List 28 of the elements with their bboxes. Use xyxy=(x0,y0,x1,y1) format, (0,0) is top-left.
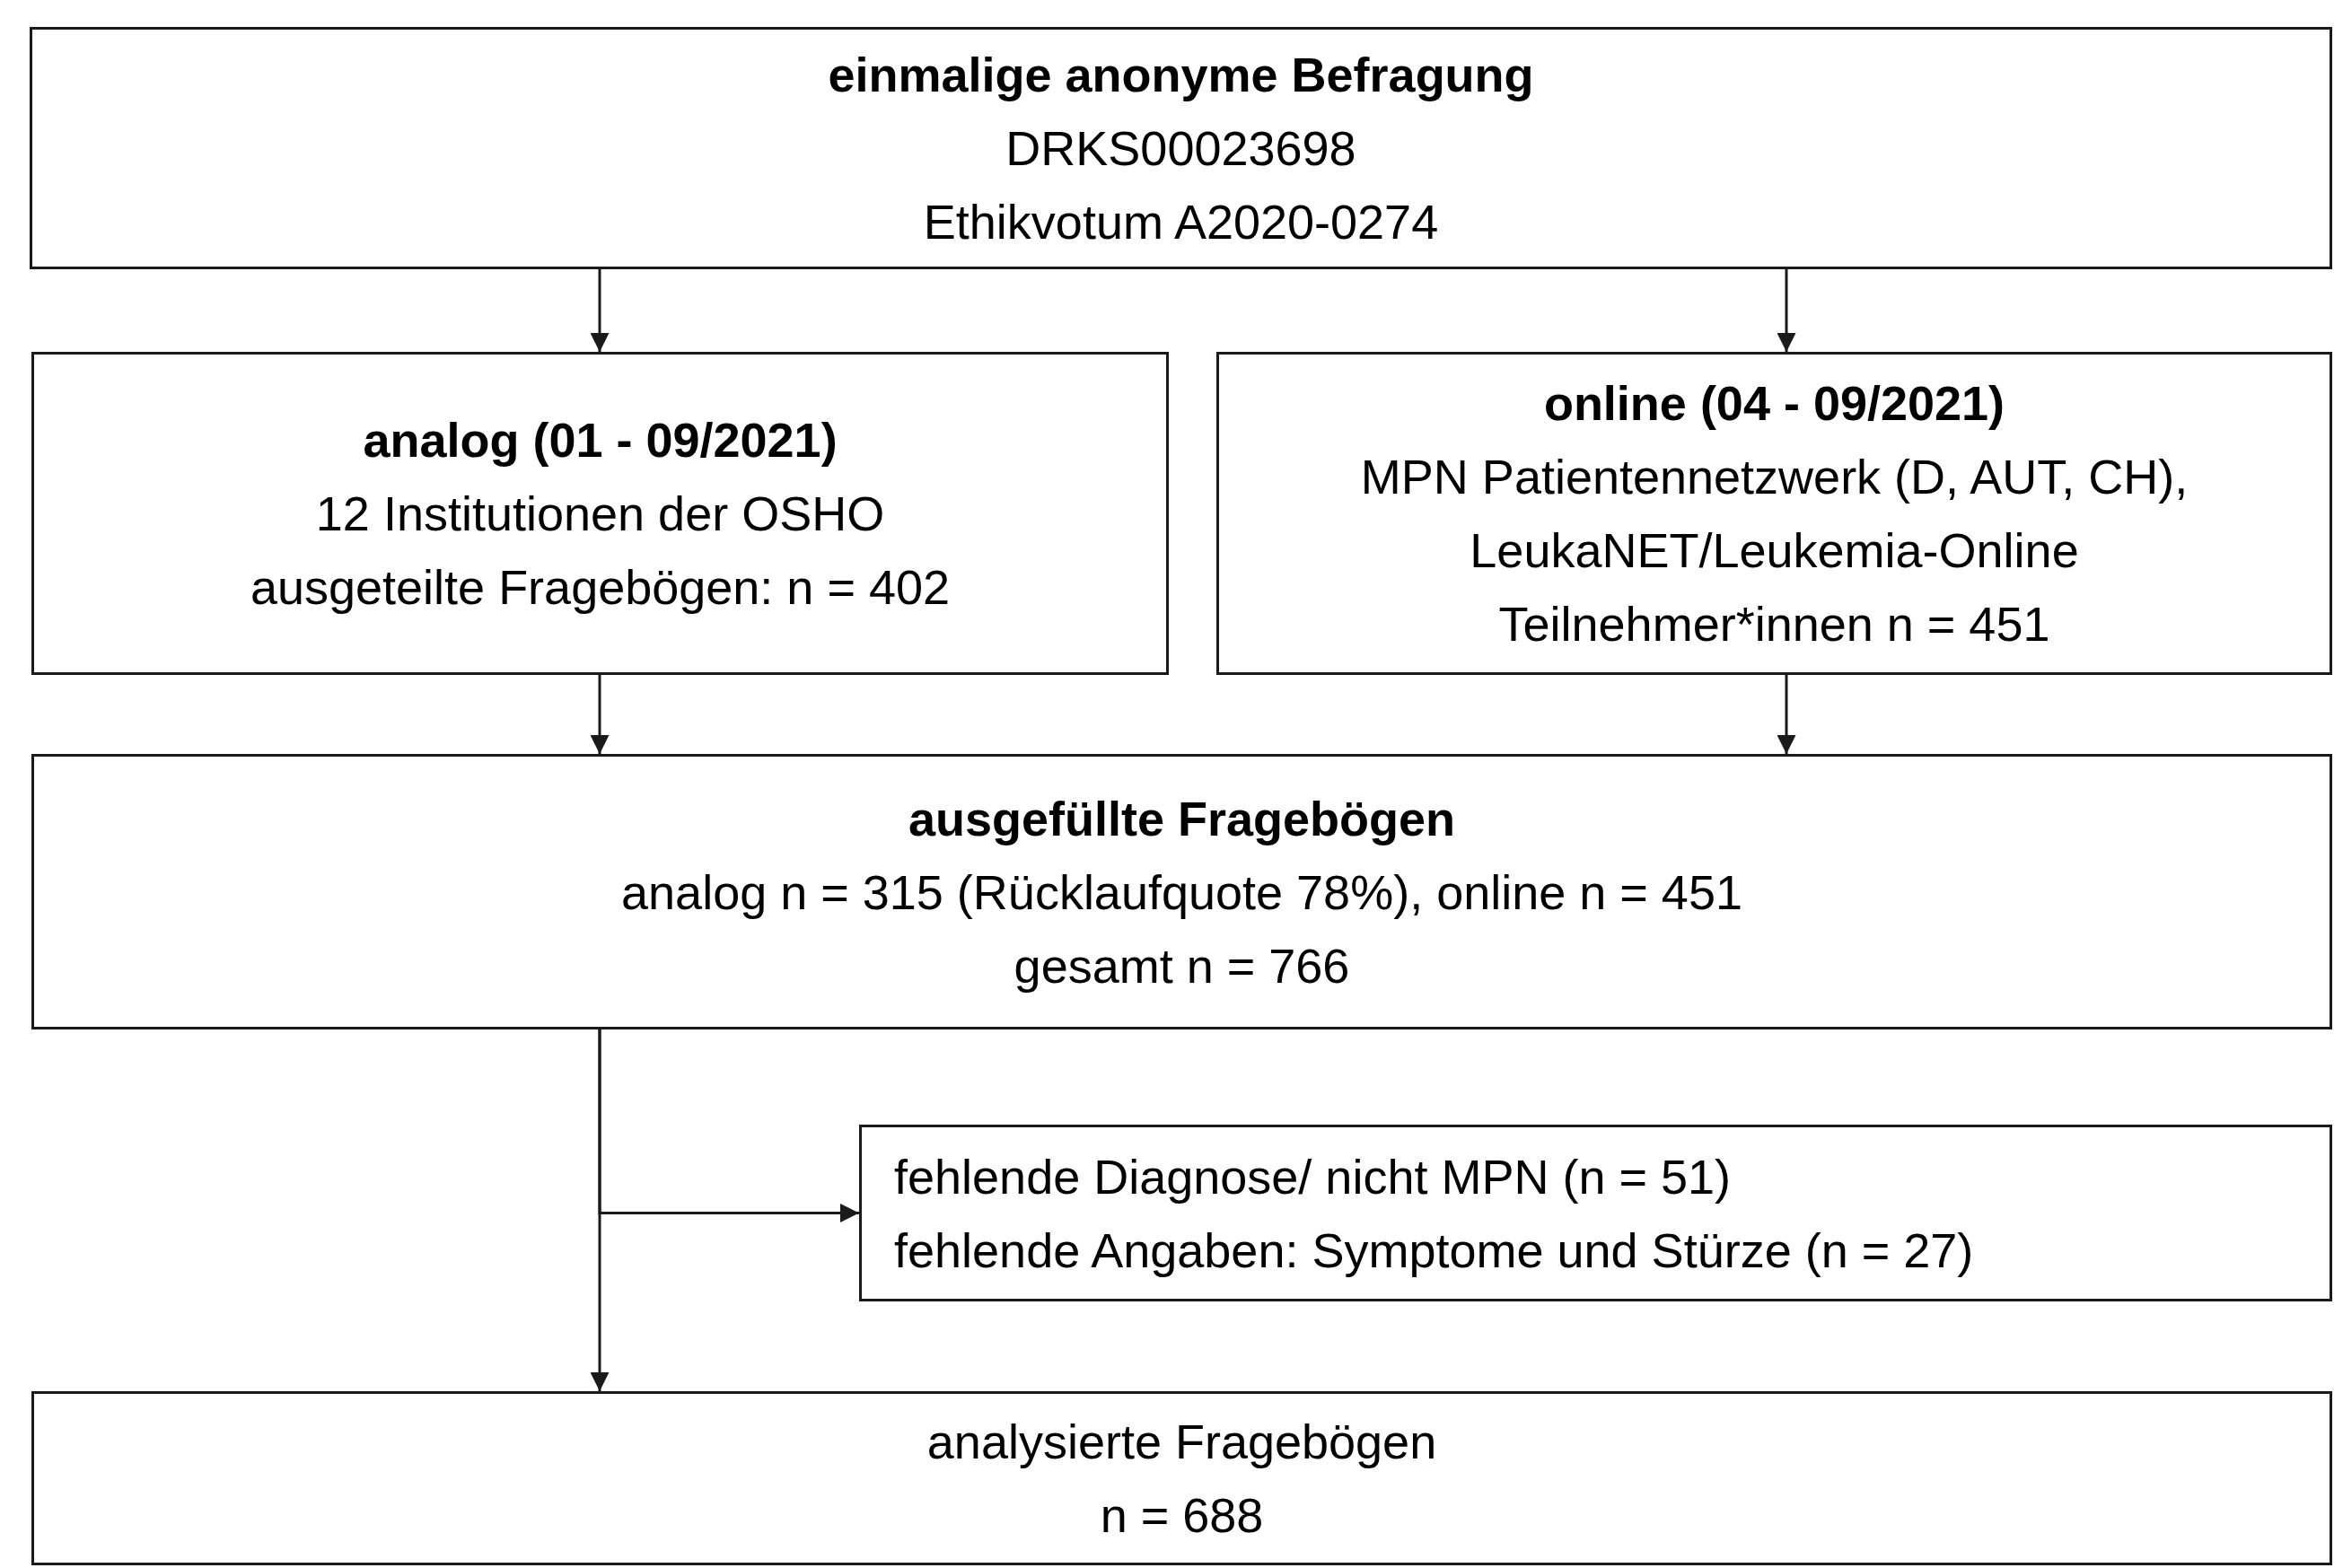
arrow xyxy=(1777,675,1796,754)
box-heading: analog (01 - 09/2021) xyxy=(363,412,838,469)
box-text: analog n = 315 (Rücklaufquote 78%), online n = 451 xyxy=(621,863,1742,921)
box-text: MPN Patientennetzwerk (D, AUT, CH), xyxy=(1360,449,2189,505)
box-text: fehlende Angaben: Symptome und Stürze (n = 27) xyxy=(894,1222,1974,1279)
arrow xyxy=(1777,269,1796,352)
arrow xyxy=(590,1029,610,1391)
process-box xyxy=(30,27,2332,269)
box-text: ausgeteilte Fragebögen: n = 402 xyxy=(250,559,951,616)
box-text: analysierte Fragebögen xyxy=(926,1414,1437,1470)
box-text: Ethikvotum A2020-0274 xyxy=(923,194,1439,250)
arrow xyxy=(590,675,610,754)
box-text: n = 688 xyxy=(1100,1487,1264,1544)
box-text: fehlende Diagnose/ nicht MPN (n = 51) xyxy=(894,1148,1732,1205)
arrow xyxy=(590,269,610,352)
box-text: Teilnehmer*innen n = 451 xyxy=(1498,596,2050,653)
box-text: LeukaNET/Leukemia-Online xyxy=(1470,522,2079,579)
box-heading: ausgefüllte Fragebögen xyxy=(908,790,1456,847)
process-box xyxy=(1216,352,2332,675)
process-box xyxy=(31,352,1169,675)
box-heading: einmalige anonyme Befragung xyxy=(828,47,1534,103)
box-text: 12 Institutionen der OSHO xyxy=(315,486,885,542)
box-text: gesamt n = 766 xyxy=(1013,937,1350,994)
box-text: DRKS00023698 xyxy=(1005,120,1356,177)
process-box xyxy=(31,1391,2332,1565)
process-box xyxy=(31,754,2332,1029)
process-box xyxy=(859,1125,2332,1301)
box-heading: online (04 - 09/2021) xyxy=(1543,375,2005,432)
